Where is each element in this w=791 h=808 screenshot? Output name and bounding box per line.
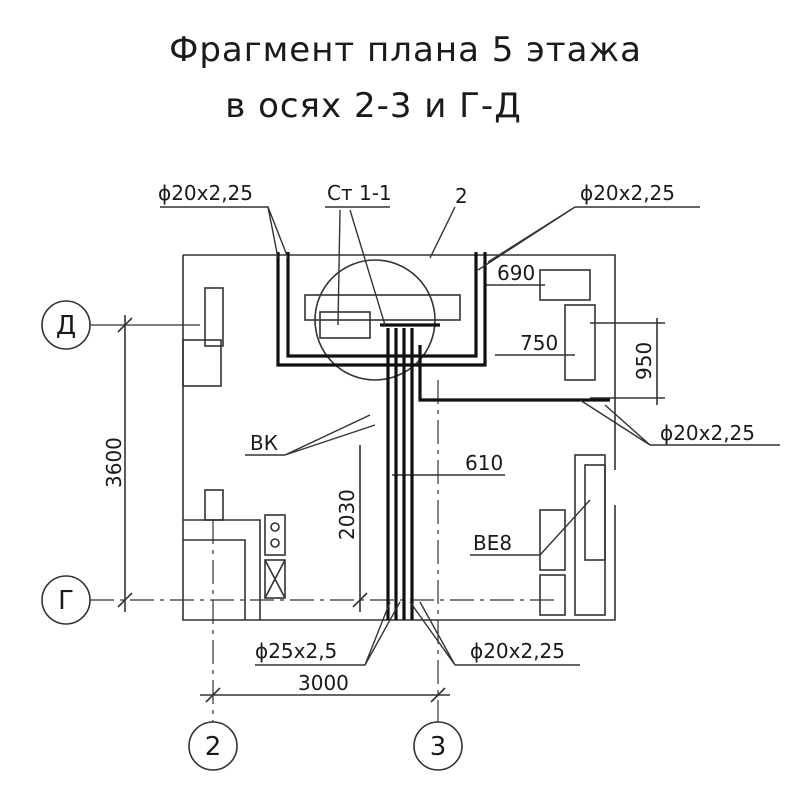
axis-bubble-3 [413, 721, 463, 771]
pipe-loop-inner [286, 252, 478, 358]
cabinet-cross-2 [264, 559, 286, 599]
axis-label-2: 2 [205, 732, 222, 762]
wall-right-top [539, 269, 591, 301]
label-pipe-bottom-right: ϕ20x2,25 [470, 639, 565, 663]
ventilation-block [584, 464, 606, 561]
column-right [564, 304, 596, 381]
column-g [204, 489, 224, 521]
stove-burner-1 [270, 522, 280, 532]
dim-3600-tick-top [117, 317, 133, 333]
axis-bubble-2 [188, 721, 238, 771]
label-dim-610: 610 [465, 451, 503, 475]
section-box [319, 311, 371, 339]
label-dim-750: 750 [520, 331, 558, 355]
stove-burner-2 [270, 538, 280, 548]
label-vk: ВК [250, 431, 278, 455]
leader-callout [429, 206, 456, 259]
column-d [204, 287, 224, 347]
kitchen-wall [183, 519, 261, 620]
leader-pipe-bottom-right [409, 601, 580, 666]
bath-fixture [539, 509, 566, 571]
pipe-branch-right [418, 345, 610, 402]
label-be8: ВЕ8 [473, 531, 512, 555]
leader-section [325, 206, 390, 326]
label-pipe-top-left: ϕ20x2,25 [158, 181, 253, 205]
cabinet [264, 559, 286, 599]
leader-pipe-top-left [160, 206, 289, 259]
dim-3000-tick-right [430, 687, 446, 703]
axis-label-g: Г [58, 586, 74, 616]
dim-2030-tick [352, 592, 368, 608]
shaft-frame [304, 294, 461, 321]
label-dim-2030: 2030 [335, 489, 359, 540]
leader-vk [245, 414, 376, 456]
wall-right-mid [574, 454, 606, 616]
stove [264, 514, 286, 556]
axis-label-d: Д [56, 311, 76, 341]
label-dim-3600: 3600 [102, 437, 126, 488]
pipe-loop-outer [276, 252, 487, 367]
axis-bubble-d [41, 300, 91, 350]
drawing-title-line1: Фрагмент плана 5 этажа [169, 30, 642, 70]
leader-pipe-top-right [477, 206, 700, 271]
bath-fixture-lower [539, 574, 566, 616]
leader-pipe-bottom-left [255, 601, 401, 666]
column-mid [182, 339, 222, 387]
label-pipe-top-right: ϕ20x2,25 [580, 181, 675, 205]
label-pipe-bottom-left: ϕ25x2,5 [255, 639, 337, 663]
room-outline [182, 254, 616, 621]
label-callout: 2 [455, 184, 468, 208]
label-dim-3000: 3000 [298, 671, 349, 695]
leader-pipe-right [579, 399, 780, 446]
label-pipe-right: ϕ20x2,25 [660, 421, 755, 445]
label-dim-690: 690 [497, 261, 535, 285]
drawing-title-line2: в осях 2-3 и Г-Д [225, 86, 522, 126]
label-section: Ст 1-1 [327, 181, 392, 205]
dim-3600-tick-bottom [117, 592, 133, 608]
dim-3000-tick-left [205, 687, 221, 703]
axis-bubble-g [41, 575, 91, 625]
label-dim-950: 950 [632, 342, 656, 380]
axis-label-3: 3 [430, 732, 447, 762]
leader-be8 [470, 499, 591, 556]
